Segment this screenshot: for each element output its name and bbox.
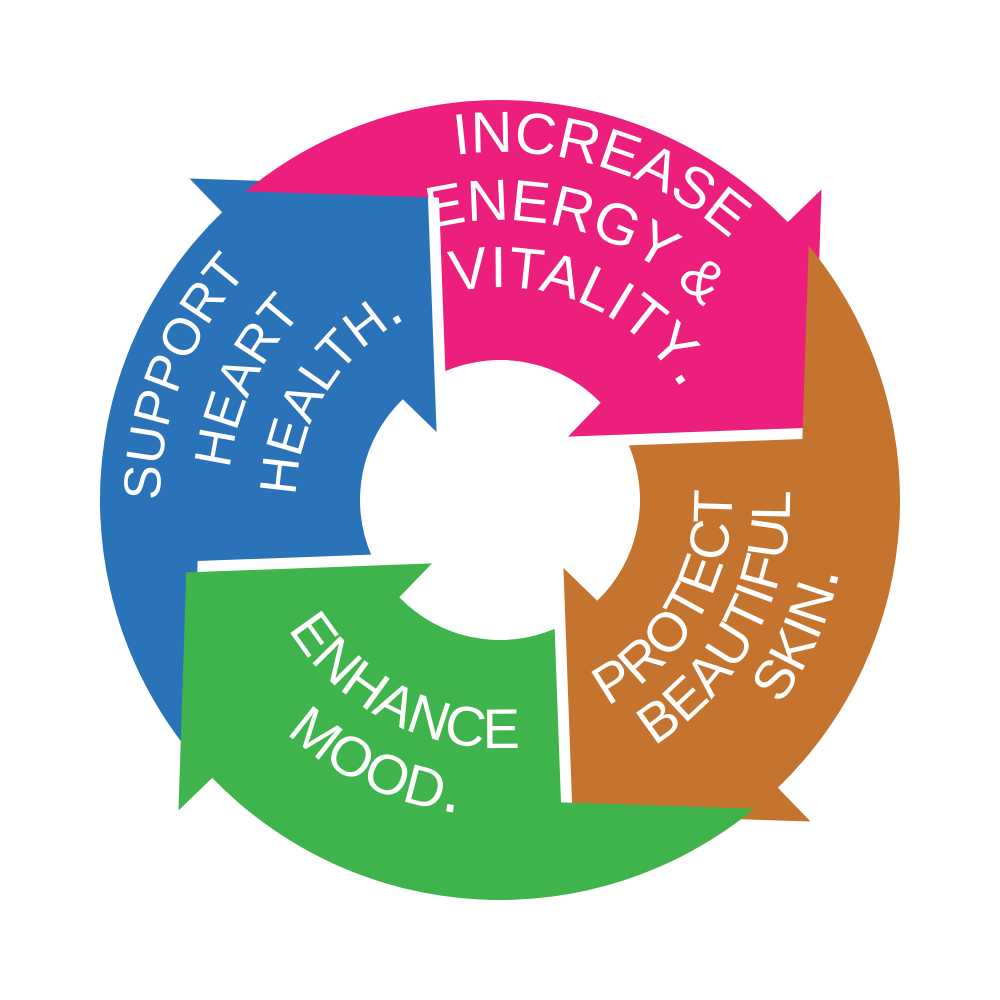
segment-support-heart-health	[99, 178, 437, 755]
segment-protect-beautiful-skin	[563, 245, 901, 822]
segments-layer	[99, 99, 901, 901]
segment-increase-energy-vitality	[245, 99, 822, 437]
segment-enhance-mood	[178, 563, 755, 901]
